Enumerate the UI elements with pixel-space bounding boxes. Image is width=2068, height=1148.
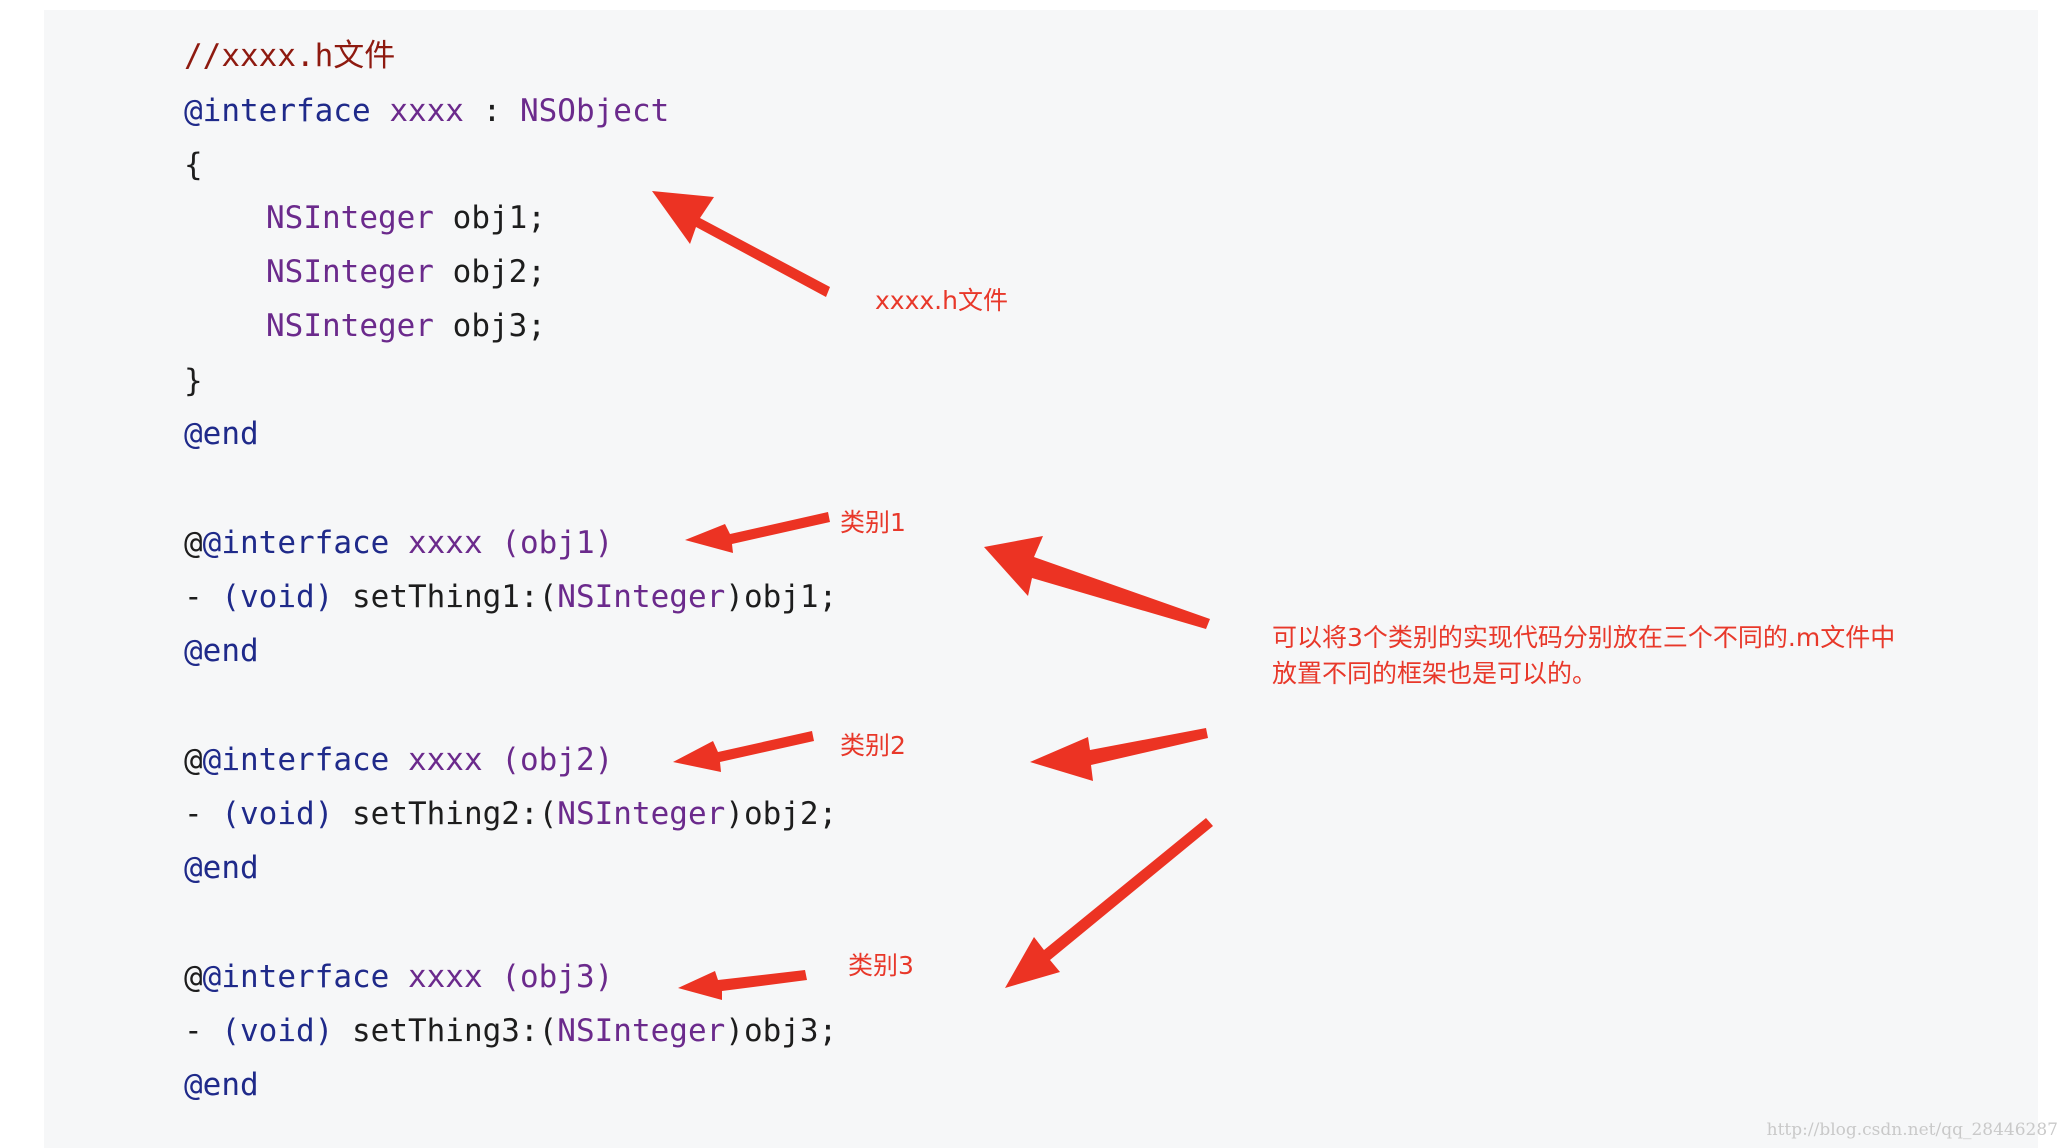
arrow-to-category2-icon: [673, 731, 814, 772]
method-param: )obj1;: [725, 579, 838, 615]
category-interface-line: @@interface xxxx (obj1): [184, 523, 613, 563]
ivar-name: obj2;: [452, 254, 546, 290]
arrow-summary-to-category1-icon: [984, 536, 1210, 629]
method-param-type: NSInteger: [557, 579, 726, 615]
category-name: (obj1): [501, 525, 614, 561]
summary-note-line2: 放置不同的框架也是可以的。: [1272, 659, 1598, 688]
category-method-line: - (void) setThing3:(NSInteger)obj3;: [184, 1011, 837, 1051]
at-prefix: @: [184, 742, 203, 778]
summary-note-line1: 可以将3个类别的实现代码分别放在三个不同的.m文件中: [1272, 623, 1896, 652]
category-note: 类别3: [848, 951, 914, 980]
at-prefix: @: [184, 525, 203, 561]
category-end-line: @end: [184, 848, 259, 888]
arrow-to-header-icon: [652, 191, 830, 297]
end-keyword: @end: [184, 1067, 259, 1103]
close-brace: }: [184, 363, 203, 399]
method-dash: -: [184, 1013, 203, 1049]
header-file-note: xxxx.h文件: [875, 286, 1008, 315]
close-brace-line: }: [184, 361, 203, 401]
method-selector: setThing1:(: [333, 579, 558, 615]
ivar-type: NSInteger: [266, 200, 434, 236]
method-param-type: NSInteger: [557, 1013, 726, 1049]
method-param: )obj2;: [725, 796, 838, 832]
interface-keyword: @interface: [202, 742, 390, 778]
ivar-type: NSInteger: [266, 308, 434, 344]
ivar-type: NSInteger: [266, 254, 434, 290]
class-name: xxxx: [407, 742, 483, 778]
method-return: (void): [221, 796, 334, 832]
ivar-name: obj1;: [452, 200, 546, 236]
header-end-line: @end: [184, 414, 259, 454]
header-comment: //xxxx.h文件: [184, 38, 396, 74]
class-name: xxxx: [407, 959, 483, 995]
method-return: (void): [221, 579, 334, 615]
end-keyword: @end: [184, 416, 259, 452]
category-name: (obj2): [501, 742, 614, 778]
category-name: (obj3): [501, 959, 614, 995]
at-prefix: @: [184, 959, 203, 995]
interface-keyword: @interface: [184, 93, 371, 129]
method-selector: setThing3:(: [333, 1013, 558, 1049]
ivar-name: obj3;: [452, 308, 546, 344]
class-name: xxxx: [407, 525, 483, 561]
method-return: (void): [221, 1013, 334, 1049]
interface-keyword: @interface: [202, 525, 390, 561]
arrow-summary-to-category2-icon: [1030, 728, 1208, 781]
category-note: 类别1: [840, 508, 906, 537]
watermark: http://blog.csdn.net/qq_28446287: [1766, 1120, 2058, 1140]
category-end-line: @end: [184, 1065, 259, 1105]
header-interface-line: @interface xxxx : NSObject: [184, 91, 669, 131]
arrow-to-category1-icon: [685, 512, 830, 553]
open-brace-line: {: [184, 145, 203, 185]
category-interface-line: @@interface xxxx (obj3): [184, 957, 613, 997]
superclass-name: NSObject: [519, 93, 670, 129]
ivar-line: NSInteger obj2;: [266, 252, 546, 292]
colon: :: [482, 93, 502, 129]
method-dash: -: [184, 796, 203, 832]
category-method-line: - (void) setThing2:(NSInteger)obj2;: [184, 794, 837, 834]
end-keyword: @end: [184, 850, 259, 886]
category-interface-line: @@interface xxxx (obj2): [184, 740, 613, 780]
category-method-line: - (void) setThing1:(NSInteger)obj1;: [184, 577, 837, 617]
interface-keyword: @interface: [202, 959, 390, 995]
arrow-summary-to-category3-icon: [1005, 818, 1213, 988]
method-dash: -: [184, 579, 203, 615]
method-selector: setThing2:(: [333, 796, 558, 832]
header-comment-line: //xxxx.h文件: [184, 36, 395, 76]
end-keyword: @end: [184, 633, 259, 669]
arrow-to-category3-icon: [678, 970, 807, 1000]
method-param: )obj3;: [725, 1013, 838, 1049]
method-param-type: NSInteger: [557, 796, 726, 832]
category-note: 类别2: [840, 731, 906, 760]
open-brace: {: [184, 147, 203, 183]
category-end-line: @end: [184, 631, 259, 671]
ivar-line: NSInteger obj1;: [266, 198, 546, 238]
ivar-line: NSInteger obj3;: [266, 306, 546, 346]
class-name: xxxx: [389, 93, 464, 129]
